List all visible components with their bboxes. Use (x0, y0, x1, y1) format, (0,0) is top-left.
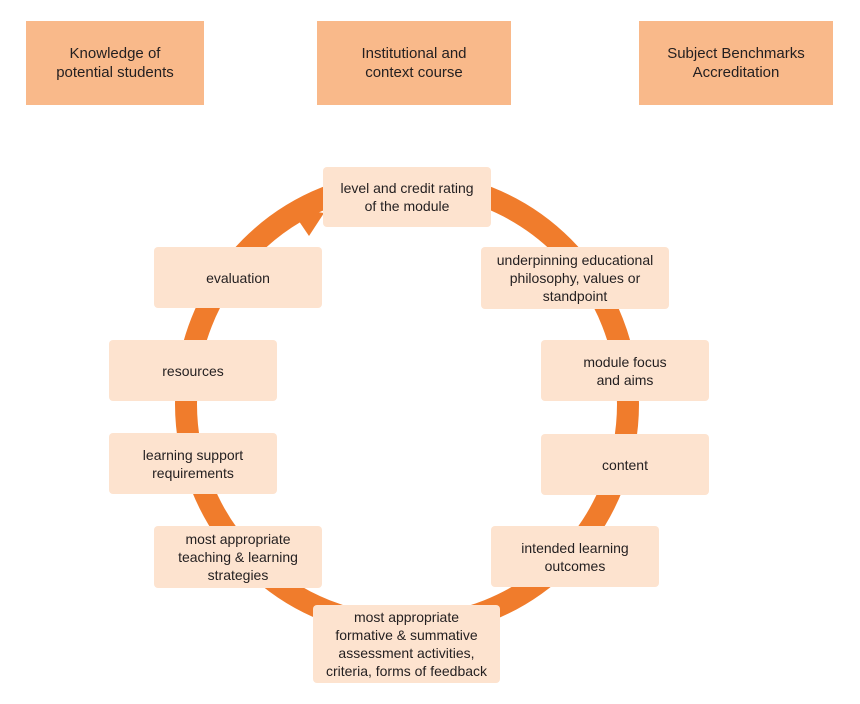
node-resources: resources (109, 340, 277, 401)
node-educational-philosophy: underpinning educational philosophy, val… (481, 247, 669, 309)
top-box-subject-benchmarks: Subject Benchmarks Accreditation (639, 21, 833, 105)
node-evaluation: evaluation (154, 247, 322, 308)
top-box-knowledge-of-students: Knowledge of potential students (26, 21, 204, 105)
node-learning-support: learning support requirements (109, 433, 277, 494)
node-teaching-learning-strategies: most appropriate teaching & learning str… (154, 526, 322, 588)
node-content: content (541, 434, 709, 495)
node-module-focus-aims: module focus and aims (541, 340, 709, 401)
node-assessment-activities: most appropriate formative & summative a… (313, 605, 500, 683)
top-box-institutional-context: Institutional and context course (317, 21, 511, 105)
cycle-arrowhead-icon (290, 208, 324, 236)
node-level-credit-rating: level and credit rating of the module (323, 167, 491, 227)
node-intended-learning-outcomes: intended learning outcomes (491, 526, 659, 587)
